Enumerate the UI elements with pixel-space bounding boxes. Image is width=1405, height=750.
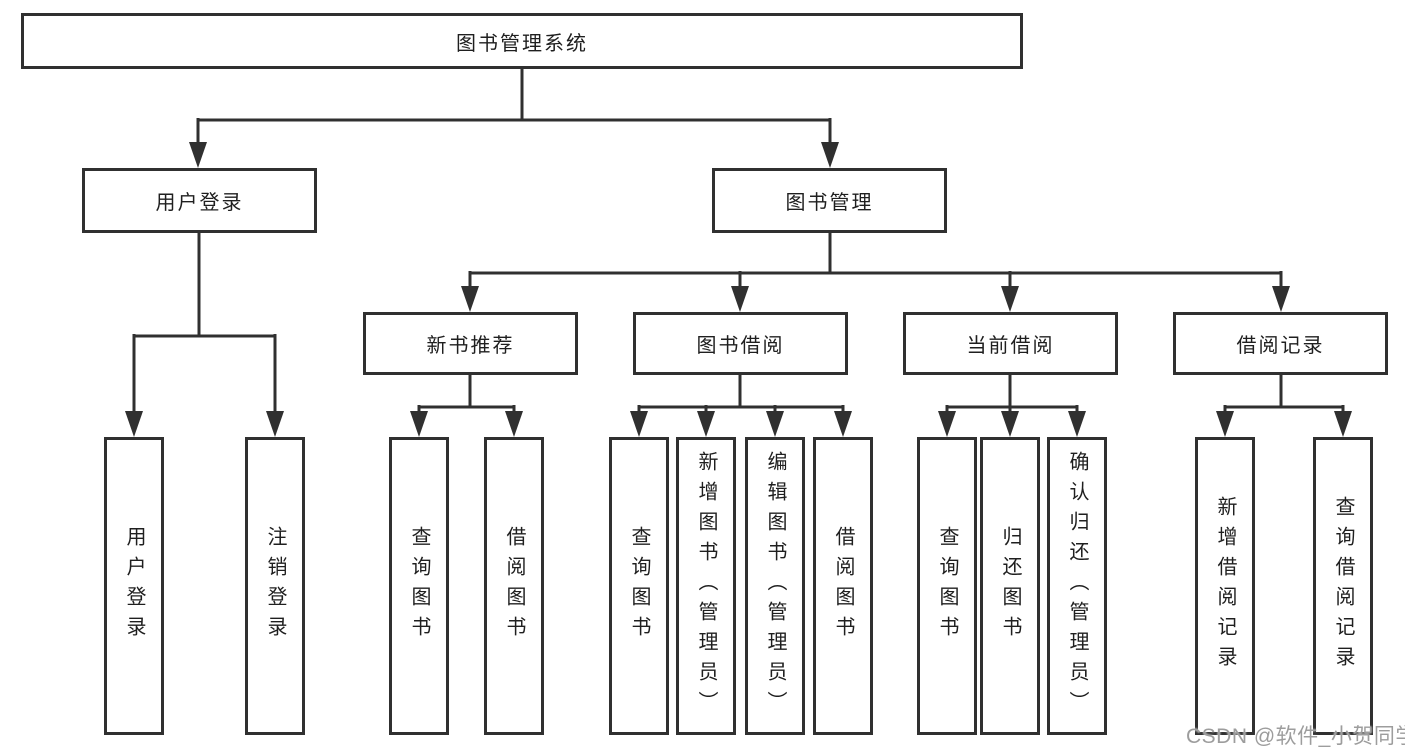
node-leaf-query-borrow-record: 查询借阅记录 <box>1313 437 1373 735</box>
node-label: 注销登录 <box>264 526 286 646</box>
node-current-borrowing: 当前借阅 <box>903 312 1118 375</box>
node-book-management: 图书管理 <box>712 168 947 233</box>
node-label: 确认归还（管理员） <box>1066 451 1088 721</box>
node-new-book-recommend: 新书推荐 <box>363 312 578 375</box>
node-leaf-query-books-borrowing: 查询图书 <box>609 437 669 735</box>
node-leaf-logout: 注销登录 <box>245 437 305 735</box>
node-label: 借阅图书 <box>503 526 525 646</box>
watermark-text: CSDN @软件_小贺同学 <box>1186 725 1405 748</box>
node-leaf-user-login: 用户登录 <box>104 437 164 735</box>
node-label: 归还图书 <box>999 526 1021 646</box>
node-borrowing-records: 借阅记录 <box>1173 312 1388 375</box>
node-root-system: 图书管理系统 <box>21 13 1023 69</box>
node-book-borrowing: 图书借阅 <box>633 312 848 375</box>
node-label: 用户登录 <box>123 526 145 646</box>
node-leaf-return-books: 归还图书 <box>980 437 1040 735</box>
node-label: 查询图书 <box>628 526 650 646</box>
node-leaf-edit-book-admin: 编辑图书（管理员） <box>745 437 805 735</box>
node-leaf-query-books-current: 查询图书 <box>917 437 977 735</box>
node-leaf-add-book-admin: 新增图书（管理员） <box>676 437 736 735</box>
node-label: 借阅图书 <box>832 526 854 646</box>
node-leaf-borrow-books-recommend: 借阅图书 <box>484 437 544 735</box>
node-leaf-confirm-return-admin: 确认归还（管理员） <box>1047 437 1107 735</box>
node-leaf-query-books-recommend: 查询图书 <box>389 437 449 735</box>
node-label: 查询借阅记录 <box>1332 496 1354 676</box>
node-leaf-borrow-books: 借阅图书 <box>813 437 873 735</box>
node-leaf-add-borrow-record: 新增借阅记录 <box>1195 437 1255 735</box>
node-label: 编辑图书（管理员） <box>764 451 786 721</box>
node-user-login: 用户登录 <box>82 168 317 233</box>
node-label: 新增图书（管理员） <box>695 451 717 721</box>
node-label: 新增借阅记录 <box>1214 496 1236 676</box>
node-label: 查询图书 <box>936 526 958 646</box>
arrowheads <box>125 142 1352 437</box>
node-label: 查询图书 <box>408 526 430 646</box>
